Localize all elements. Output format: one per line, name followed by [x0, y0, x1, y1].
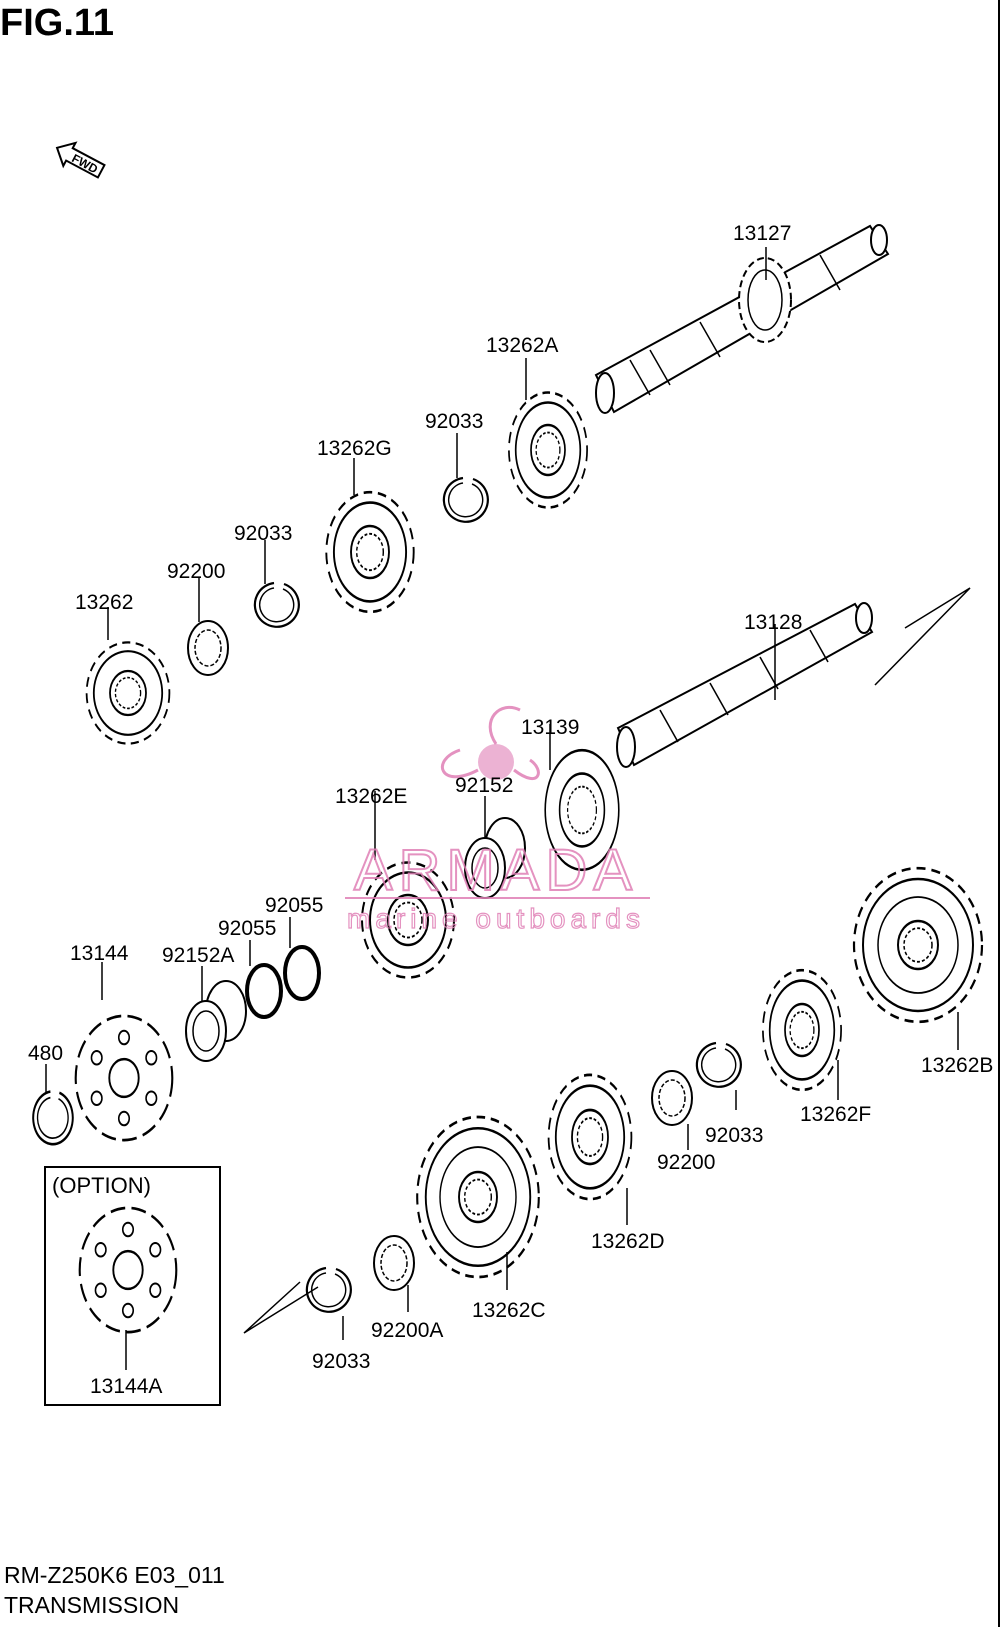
- part-label-92033-d: 92033: [312, 1350, 370, 1373]
- part-label-92152: 92152: [455, 774, 513, 797]
- gear-13262B: [852, 866, 984, 1024]
- ring-92055-right: [283, 945, 321, 1001]
- part-label-13144: 13144: [70, 942, 129, 965]
- section-name: TRANSMISSION: [4, 1592, 180, 1618]
- sprocket-13144: [74, 1014, 174, 1142]
- part-label-13127: 13127: [733, 222, 791, 245]
- gear-13262G: [324, 490, 416, 614]
- gear-13262D: [547, 1073, 633, 1201]
- option-box-label: (OPTION): [52, 1173, 151, 1198]
- part-label-92055-a: 92055: [265, 894, 323, 917]
- bushing-92152: [464, 817, 526, 899]
- part-label-13139: 13139: [521, 716, 579, 739]
- fwd-arrow-icon: FWD: [55, 141, 106, 179]
- sprocket-13144A: [78, 1206, 178, 1334]
- input-shaft-13127: [594, 224, 890, 414]
- part-label-13262A: 13262A: [486, 334, 558, 357]
- watermark-tagline: marine outboards: [347, 903, 645, 934]
- figure-title: FIG.11: [0, 2, 115, 44]
- part-label-13262: 13262: [75, 591, 133, 614]
- washer-92200-upper: [187, 620, 229, 676]
- part-label-92033-a: 92033: [425, 410, 483, 433]
- ring-92055-left: [245, 963, 283, 1019]
- part-labels: 13127 13262A 92033 13262G 92033 92200 13…: [28, 222, 993, 1398]
- part-label-92200A: 92200A: [371, 1319, 443, 1342]
- watermark: ARMADA marine outboards: [345, 705, 650, 935]
- washer-92200A: [373, 1235, 415, 1291]
- hub-13139: [544, 748, 620, 872]
- part-label-92152A: 92152A: [162, 944, 234, 967]
- part-label-92033-b: 92033: [234, 522, 292, 545]
- part-label-13144A: 13144A: [90, 1375, 162, 1398]
- part-label-13262D: 13262D: [591, 1230, 665, 1253]
- part-label-13262E: 13262E: [335, 785, 407, 808]
- output-shaft-13128: [616, 587, 971, 768]
- model-code: RM-Z250K6 E03_011: [4, 1562, 225, 1588]
- circlip-92033-upper: [442, 476, 489, 523]
- part-label-13262B: 13262B: [921, 1054, 993, 1077]
- part-label-13262G: 13262G: [317, 437, 392, 460]
- circlip-92033-right: [695, 1041, 742, 1088]
- circlip-92033-mid: [253, 581, 300, 628]
- part-label-13262C: 13262C: [472, 1299, 546, 1322]
- gear-13262F: [761, 968, 843, 1092]
- watermark-logo-icon: [478, 744, 514, 780]
- part-label-13262F: 13262F: [800, 1103, 871, 1126]
- part-label-92200-b: 92200: [657, 1151, 715, 1174]
- shaft-end-guide-line: [243, 1281, 319, 1334]
- gear-13262C: [415, 1115, 541, 1279]
- gear-13262: [85, 641, 171, 745]
- part-label-92033-c: 92033: [705, 1124, 763, 1147]
- page-border: [998, 0, 1000, 1627]
- option-box: [44, 1166, 221, 1406]
- gear-13262A: [507, 391, 589, 509]
- watermark-brand: ARMADA: [354, 838, 638, 903]
- part-label-92055-b: 92055: [218, 917, 276, 940]
- part-label-13128: 13128: [744, 611, 802, 634]
- washer-92200-right: [651, 1070, 693, 1126]
- part-label-92200-a: 92200: [167, 560, 225, 583]
- collar-92152A: [185, 980, 247, 1062]
- part-label-480: 480: [28, 1042, 63, 1065]
- circlip-480: [31, 1090, 75, 1146]
- leader-lines: [45, 247, 959, 1370]
